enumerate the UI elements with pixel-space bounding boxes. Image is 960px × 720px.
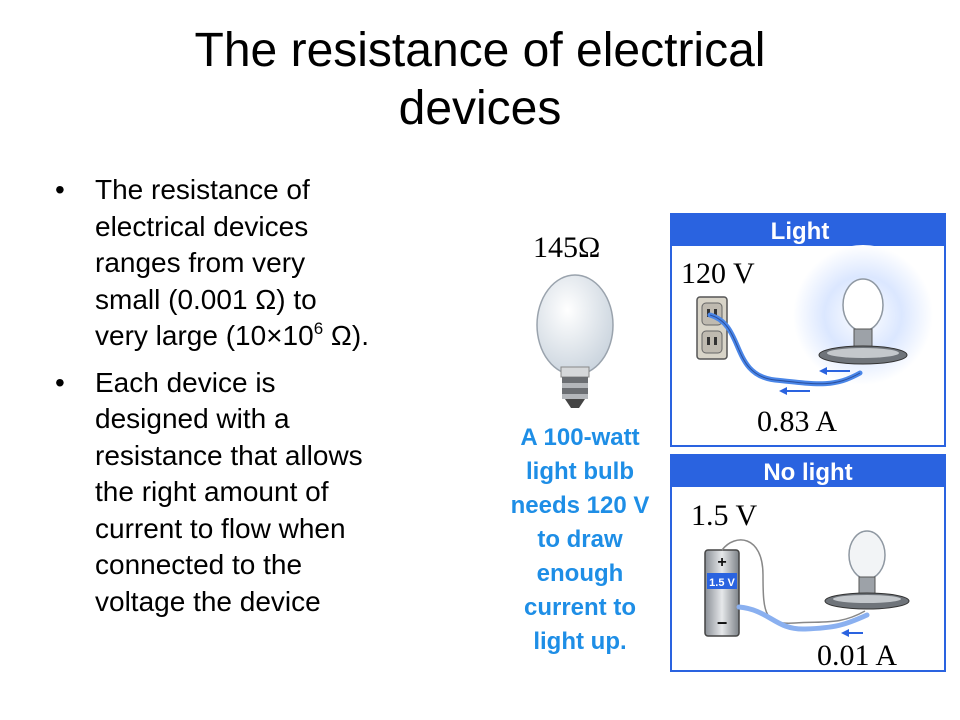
bullet-2-line-2: designed with a (95, 403, 290, 434)
bullet-2-line-6: connected to the (95, 549, 303, 580)
wall-outlet-icon (696, 296, 728, 360)
bullet-list: • The resistance of electrical devices r… (55, 172, 475, 630)
panel-light-current: 0.83 A (757, 405, 837, 438)
panel-no-light-title: No light (763, 459, 852, 486)
battery-minus: − (717, 613, 728, 633)
slide-title-line-1: The resistance of electrical (194, 24, 766, 77)
panel-light-lamp-icon (818, 278, 908, 365)
caption-line-2: light bulb (526, 458, 634, 485)
bullet-1-line-1: The resistance of (95, 174, 310, 205)
slide-title: The resistance of electrical devices (0, 22, 960, 138)
exponent: 6 (313, 319, 324, 338)
panel-no-light: No light 1.5 V 1.5 V + − 0.01 A (670, 454, 946, 672)
bulb-caption: A 100-watt light bulb needs 120 V to dra… (511, 424, 650, 655)
bullet-2-line-7: voltage the device (95, 585, 321, 617)
bullet-2-line-4: the right amount of (95, 476, 329, 507)
slide-title-line-2: devices (398, 82, 562, 135)
panel-no-light-wire-top (721, 539, 866, 624)
battery-label: 1.5 V (709, 577, 735, 589)
caption-line-7: light up. (533, 628, 626, 655)
panel-no-light-voltage: 1.5 V (691, 499, 757, 532)
panel-no-light-header (671, 455, 945, 487)
bullet-1-line-5: very large (10×106 Ω). (95, 318, 475, 355)
panel-light-title: Light (771, 218, 830, 245)
bulb-glass-icon (536, 274, 614, 376)
battery-plus: + (717, 554, 726, 571)
caption-line-5: enough (537, 560, 624, 587)
bullet-2-line-5: current to flow when (95, 512, 346, 544)
panel-light-header (671, 214, 945, 246)
panel-light: Light 120 V 0.83 A (670, 213, 946, 447)
panel-no-light-lamp-icon (824, 530, 910, 610)
bulb-neck (560, 366, 590, 378)
bullet-1-line-2: electrical devices (95, 210, 309, 242)
large-bulb: 145Ω (533, 231, 614, 408)
bullet-marker: • (55, 174, 65, 205)
panel-light-voltage: 120 V (681, 257, 755, 290)
bullet-1-line-5-start: very large (10×10 (95, 320, 314, 351)
bullet-item-2: • Each device is designed with a resista… (55, 365, 475, 621)
bullet-marker: • (55, 366, 65, 398)
bullet-1-line-5-end: Ω). (323, 320, 369, 351)
battery-icon: 1.5 V + − (704, 549, 740, 637)
resistance-illustration: 145Ω A 100-watt light bulb needs 120 V t… (511, 213, 946, 672)
panel-no-light-current: 0.01 A (817, 639, 897, 672)
panel-no-light-wire (736, 604, 870, 632)
caption-line-3: needs 120 V (511, 492, 650, 519)
caption-line-6: current to (524, 594, 636, 621)
bullet-1-line-3: ranges from very (95, 247, 306, 278)
caption-line-1: A 100-watt (520, 424, 639, 451)
bulb-base-icon (562, 377, 588, 408)
bullet-2-line-3: resistance that allows (95, 439, 363, 471)
bulb-resistance-label: 145Ω (533, 231, 600, 264)
bullet-2-line-1: Each device is (95, 366, 276, 398)
bullet-1-line-4: small (0.001 Ω) to (95, 283, 317, 315)
caption-line-4: to draw (537, 526, 623, 553)
bullet-item-1: • The resistance of electrical devices r… (55, 172, 475, 355)
